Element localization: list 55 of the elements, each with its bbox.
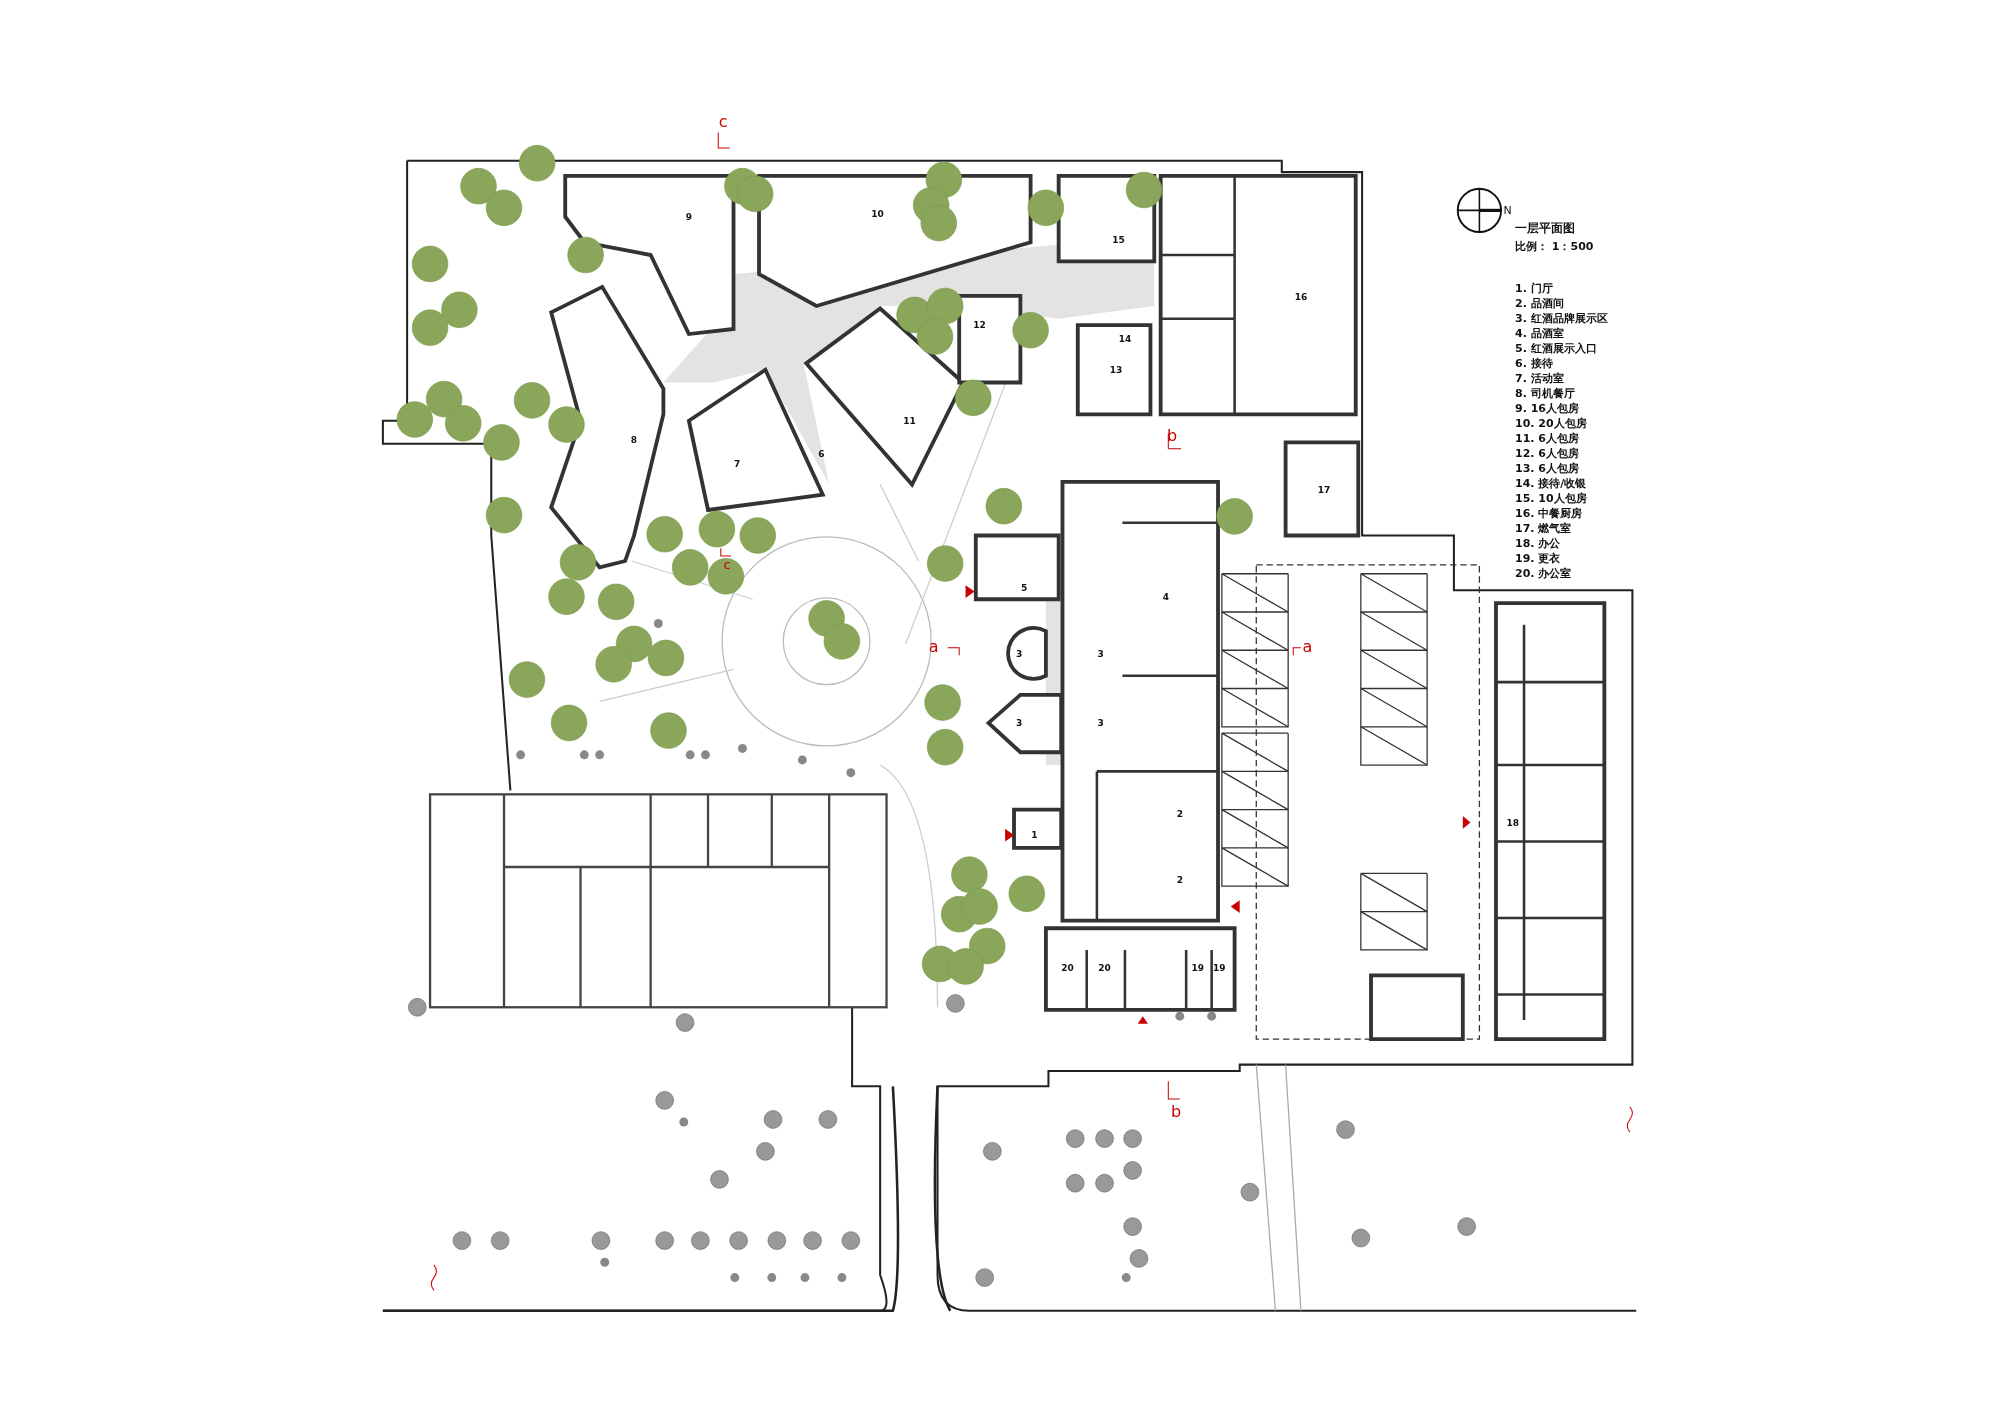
legend-item: 8. 司机餐厅 — [1515, 388, 1575, 399]
legend-item: 10. 20人包房 — [1515, 418, 1587, 429]
room-number: 6 — [818, 449, 825, 459]
legend-item: 2. 品酒间 — [1515, 298, 1564, 309]
room-number: 2 — [1176, 875, 1183, 885]
room-number: 7 — [734, 459, 741, 469]
room-number: 19 — [1191, 963, 1204, 973]
room-number: 16 — [1294, 292, 1308, 302]
room-number: 9 — [685, 212, 692, 222]
legend-item: 17. 燃气室 — [1515, 523, 1572, 534]
room-number: 2 — [1176, 809, 1183, 819]
room-number: 3 — [1097, 649, 1104, 659]
legend-item: 1. 门厅 — [1515, 283, 1553, 294]
room-number: 4 — [1162, 592, 1169, 602]
room-number: 8 — [630, 435, 638, 445]
legend-item: 18. 办公 — [1515, 538, 1561, 549]
section-letter: b — [1170, 1104, 1182, 1121]
room-number: 1 — [1031, 830, 1038, 840]
legend-item: 3. 红酒品牌展示区 — [1515, 313, 1608, 324]
room-number: 3 — [1016, 718, 1023, 728]
legend-item: 13. 6人包房 — [1515, 463, 1579, 474]
legend-item: 14. 接待/收银 — [1515, 478, 1587, 489]
room-number: 20 — [1061, 963, 1074, 973]
room-number: 3 — [1016, 649, 1023, 659]
legend-item: 15. 10人包房 — [1515, 493, 1587, 504]
section-letter: a — [928, 638, 939, 655]
scale-note: 比例： 1：500 — [1515, 241, 1594, 252]
legend-item: 7. 活动室 — [1515, 373, 1564, 384]
legend-item: 4. 品酒室 — [1515, 328, 1564, 339]
legend-item: 11. 6人包房 — [1515, 433, 1579, 444]
section-letter: c — [718, 114, 728, 131]
legend-item: 16. 中餐厨房 — [1515, 508, 1583, 519]
room-number: 11 — [903, 416, 916, 426]
room-number: 10 — [871, 209, 884, 219]
room-number: 5 — [1021, 583, 1028, 593]
legend-item: 19. 更衣 — [1515, 553, 1561, 564]
legend-item: 20. 办公室 — [1515, 568, 1572, 579]
room-number: 20 — [1098, 963, 1111, 973]
plan-title: 一层平面图 — [1515, 222, 1575, 234]
legend-item: 5. 红酒展示入口 — [1515, 343, 1597, 354]
room-number: 19 — [1213, 963, 1226, 973]
room-number: 15 — [1112, 235, 1125, 245]
section-letter: b — [1167, 428, 1178, 445]
legend-item: 6. 接待 — [1515, 358, 1553, 369]
room-number: 14 — [1118, 334, 1132, 344]
room-number: 18 — [1506, 818, 1519, 828]
section-letter: a — [1302, 638, 1313, 655]
legend-item: 12. 6人包房 — [1515, 448, 1579, 459]
room-number: 12 — [973, 320, 986, 330]
legend-item: 9. 16人包房 — [1515, 403, 1579, 414]
north-label: N — [1503, 204, 1512, 216]
section-letter: c — [723, 557, 731, 571]
room-number: 17 — [1317, 485, 1331, 495]
room-number: 3 — [1097, 718, 1104, 728]
room-number: 13 — [1109, 365, 1123, 375]
